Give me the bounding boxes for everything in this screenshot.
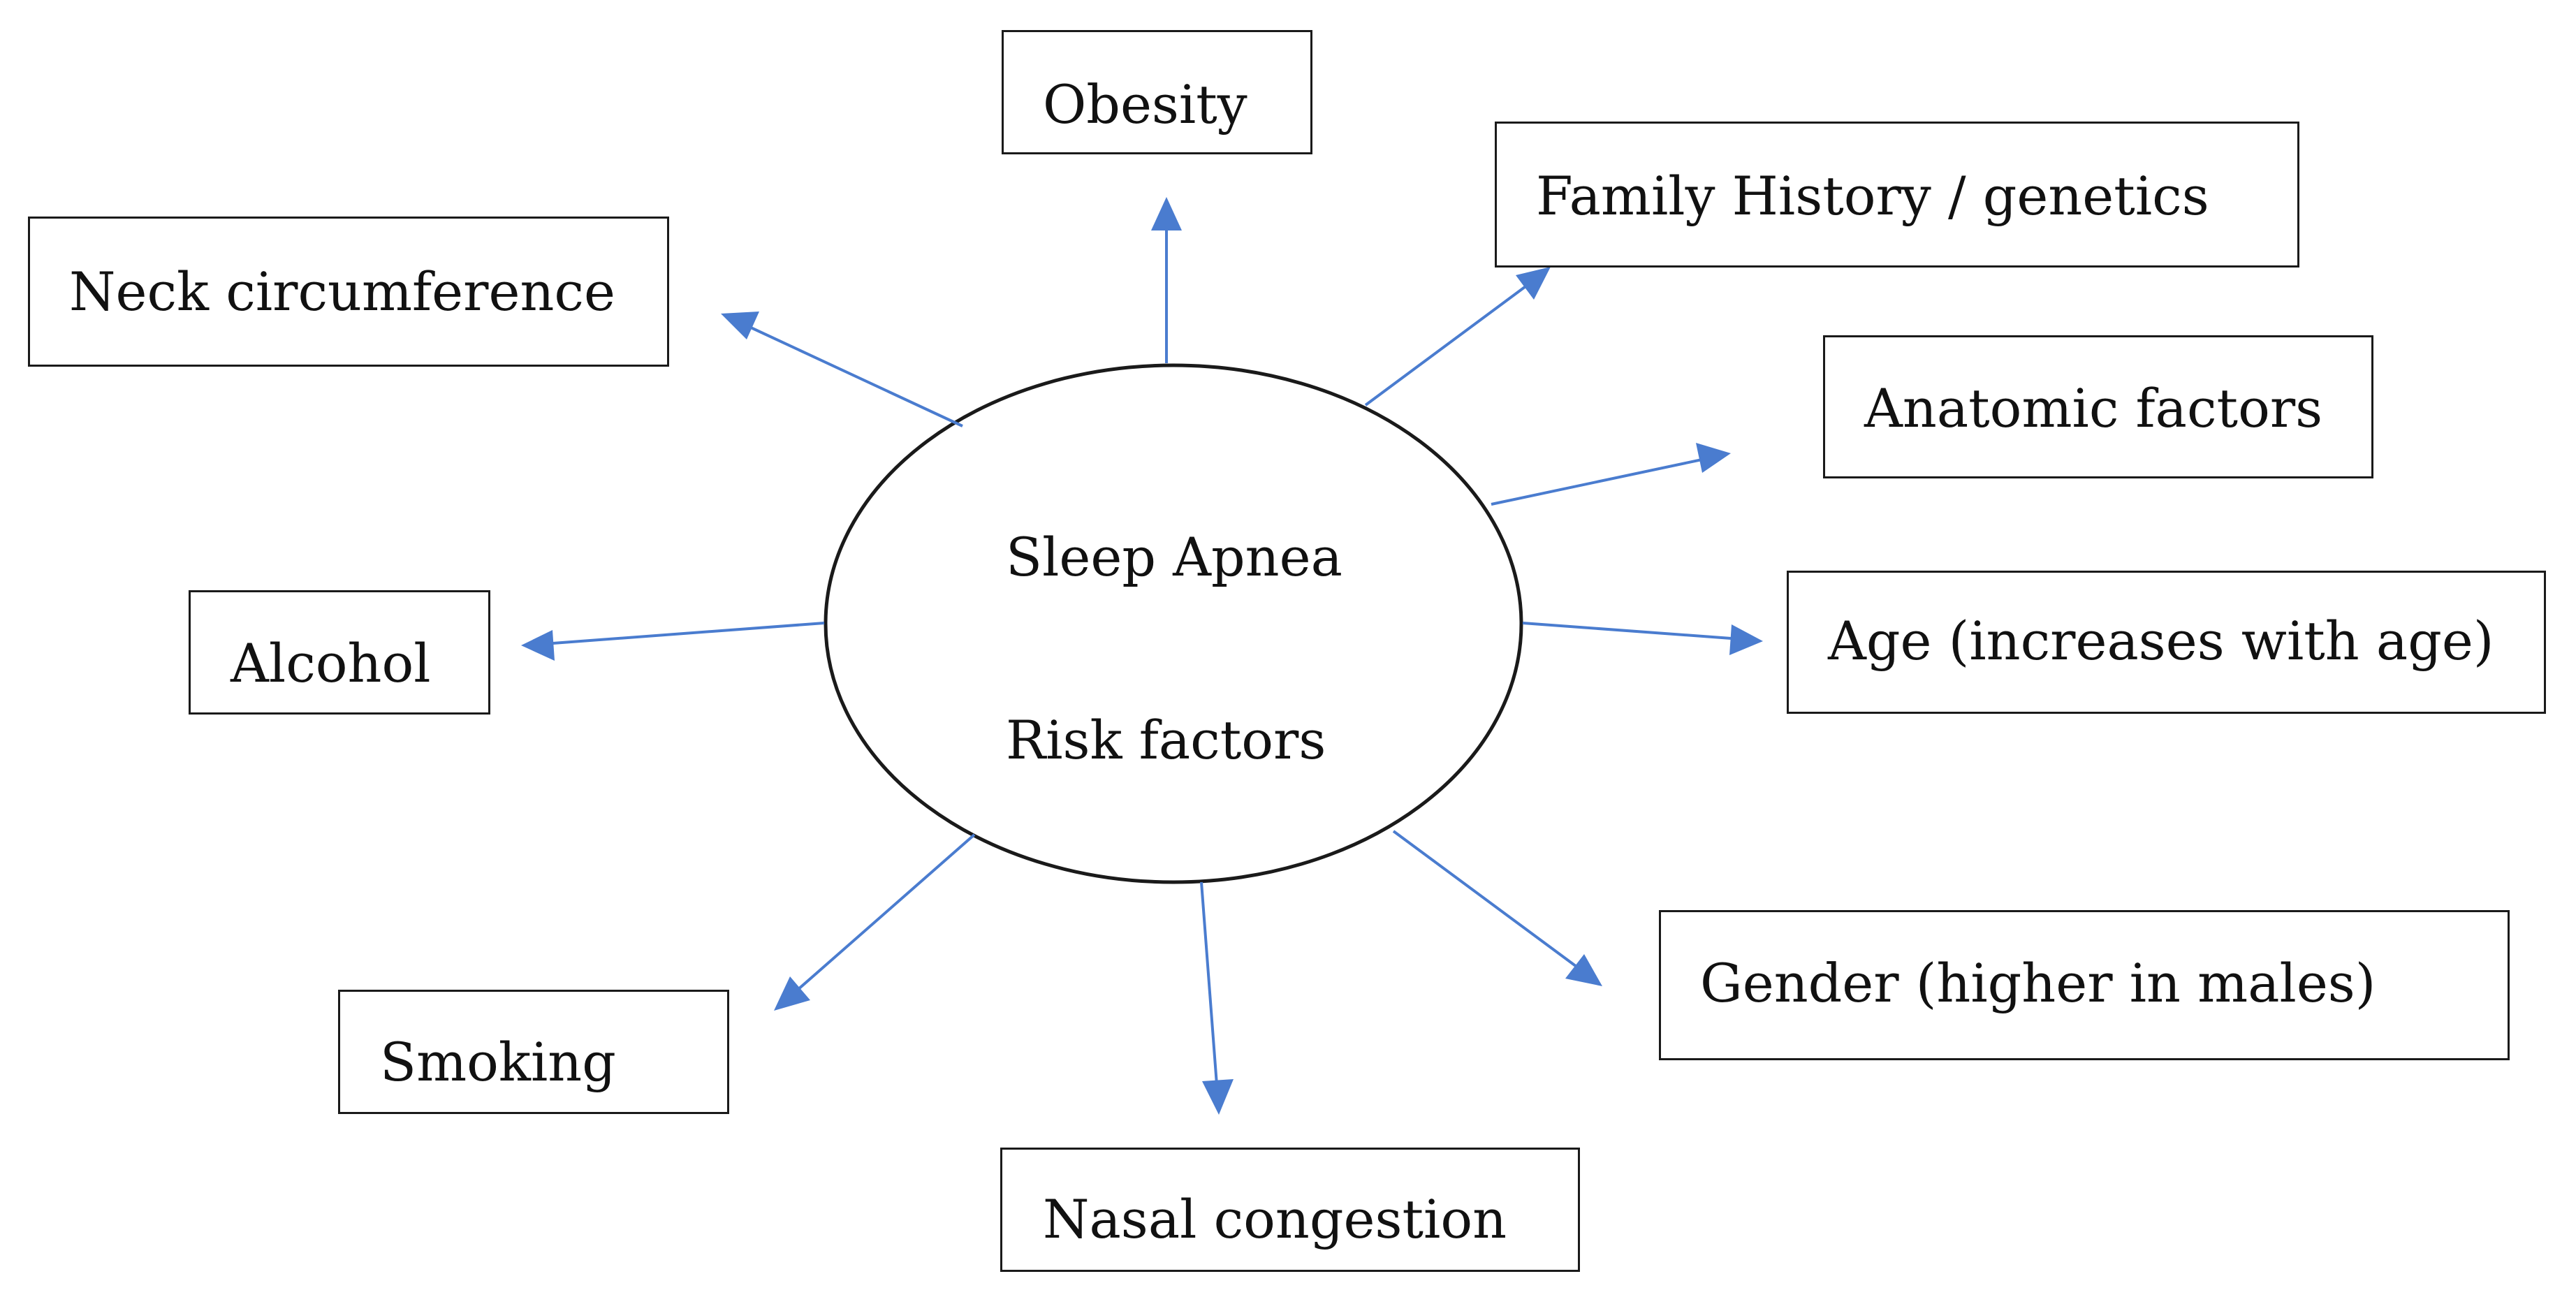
arrowhead-age <box>1729 624 1763 655</box>
label-obesity: Obesity <box>1043 73 1247 136</box>
arrow-to-smoking <box>790 833 976 997</box>
box-anatomic <box>1823 335 2373 478</box>
center-ellipse <box>824 363 1523 884</box>
arrow-to-neck <box>740 321 963 427</box>
arrow-to-gender <box>1392 830 1586 974</box>
center-title-line2: Risk factors <box>1006 709 1326 771</box>
box-obesity <box>1002 30 1312 154</box>
label-anatomic: Anatomic factors <box>1864 377 2323 439</box>
arrowhead-nasal <box>1202 1079 1234 1115</box>
label-smoking: Smoking <box>380 1031 616 1093</box>
label-age: Age (increases with age) <box>1828 610 2494 672</box>
label-family-history: Family History / genetics <box>1536 165 2209 227</box>
box-nasal-congestion <box>1000 1148 1580 1272</box>
arrow-to-alcohol <box>543 622 825 645</box>
label-neck-circumference: Neck circumference <box>69 261 615 323</box>
box-alcohol <box>189 590 490 715</box>
arrowhead-anatomic <box>1696 443 1731 473</box>
arrows <box>521 197 1763 1115</box>
label-nasal-congestion: Nasal congestion <box>1043 1188 1507 1250</box>
arrowhead-gender <box>1565 954 1602 986</box>
arrowhead-family-history <box>1516 267 1551 300</box>
arrowhead-alcohol <box>521 630 555 661</box>
arrow-to-family-history <box>1364 279 1535 407</box>
box-family-history <box>1495 122 2299 268</box>
label-gender: Gender (higher in males) <box>1700 952 2376 1014</box>
arrowhead-neck <box>721 312 759 339</box>
arrow-to-anatomic <box>1491 457 1709 506</box>
box-age <box>1787 571 2546 714</box>
center-title-line1: Sleep Apnea <box>1006 526 1342 588</box>
arrowhead-smoking <box>774 976 810 1011</box>
box-gender <box>1659 910 2510 1060</box>
arrow-to-age <box>1522 622 1741 640</box>
arrow-to-nasal <box>1200 881 1219 1094</box>
box-smoking <box>338 990 729 1114</box>
box-neck-circumference <box>28 217 669 367</box>
arrowhead-obesity <box>1151 197 1182 230</box>
label-alcohol: Alcohol <box>230 632 431 694</box>
